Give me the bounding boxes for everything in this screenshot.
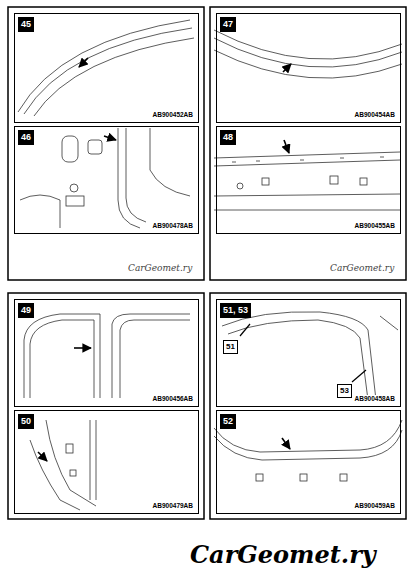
figure-panel: 48AB900455AB (216, 126, 401, 234)
figure-number: 49 (18, 303, 34, 318)
image-code: AB900454AB (354, 111, 396, 119)
figure-panel: 46AB900478AB (14, 126, 199, 234)
figure-number: 47 (220, 17, 236, 32)
figure-panel: 49AB900456AB (14, 299, 199, 407)
image-code: AB900456AB (152, 395, 194, 403)
image-code: AB900459AB (354, 502, 396, 510)
figure-number: 48 (220, 130, 236, 145)
callout-number: 51 (223, 340, 238, 354)
image-code: AB900479AB (152, 502, 194, 510)
callout-number: 53 (337, 384, 352, 398)
panel-sketches (18, 20, 402, 510)
figure-number: 50 (18, 414, 34, 429)
figure-panel: 50AB900479AB (14, 410, 199, 514)
watermark: CarGeomet.ry (190, 540, 376, 569)
figure-panel: 52AB900459AB (216, 410, 401, 514)
figure-number: 52 (220, 414, 236, 429)
image-code: AB900452AB (152, 111, 194, 119)
image-code: AB900455AB (354, 222, 396, 230)
figure-panel: 45AB900452AB (14, 13, 199, 123)
watermark: CarGeomet.ry (128, 263, 192, 273)
image-code: AB900458AB (354, 395, 396, 403)
figure-panel: 47AB900454AB (216, 13, 401, 123)
card-frames (8, 7, 406, 519)
figure-number: 51, 53 (220, 303, 251, 318)
figure-number: 46 (18, 130, 34, 145)
image-code: AB900478AB (152, 222, 194, 230)
watermark: CarGeomet.ry (330, 263, 394, 273)
figure-panel: 51, 53 51 53AB900458AB (216, 299, 401, 407)
figure-number: 45 (18, 17, 34, 32)
